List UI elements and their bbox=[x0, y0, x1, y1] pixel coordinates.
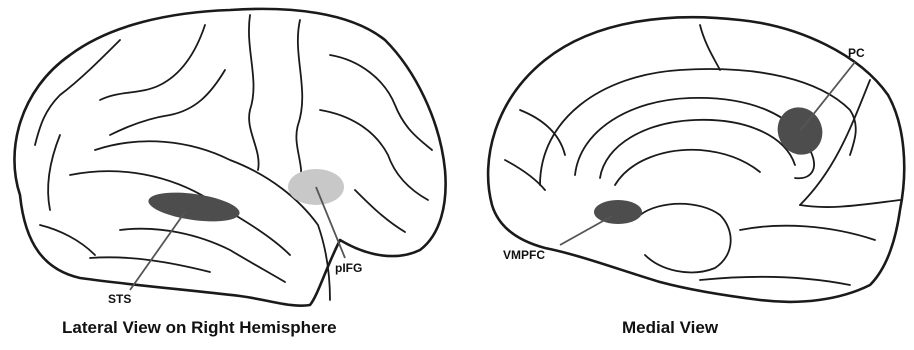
medial-brain-outline bbox=[488, 17, 904, 302]
lateral-brain-outline bbox=[14, 9, 445, 306]
medial-view-caption: Medial View bbox=[622, 318, 718, 338]
medial-brain-drawing bbox=[488, 17, 904, 302]
lateral-view-caption: Lateral View on Right Hemisphere bbox=[62, 318, 337, 338]
vmpfc-label: VMPFC bbox=[503, 248, 545, 262]
vmpfc-region bbox=[594, 200, 642, 224]
sts-label: STS bbox=[108, 292, 131, 306]
lateral-brain-drawing bbox=[14, 9, 445, 306]
pifg-label: pIFG bbox=[335, 261, 362, 275]
pc-label: PC bbox=[848, 46, 865, 60]
